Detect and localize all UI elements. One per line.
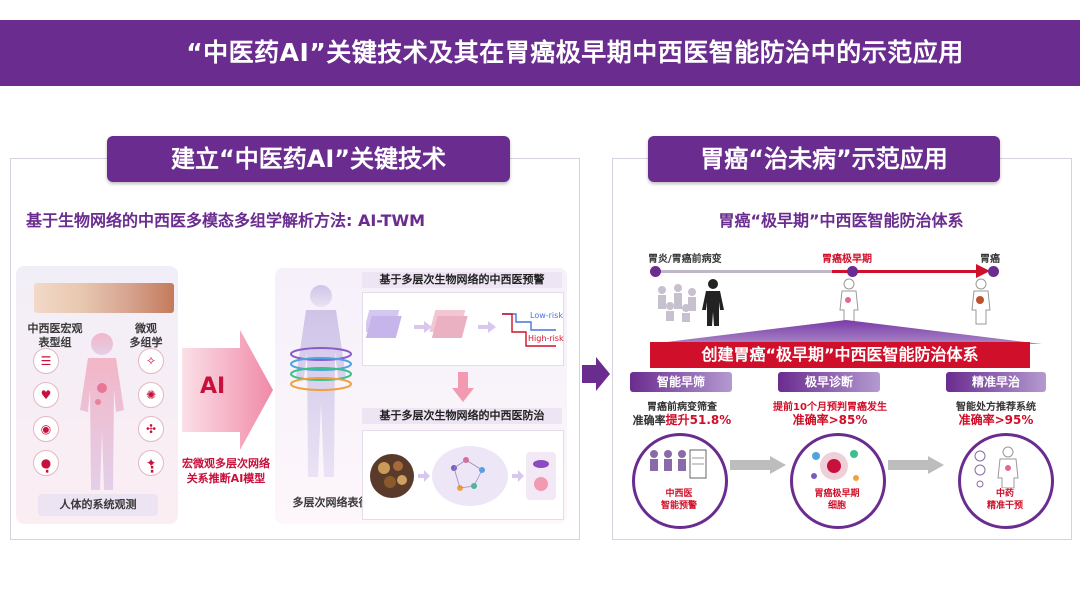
- layered-body-illustration: [290, 285, 352, 477]
- stage1-circle-label: 中西医 智能预警: [660, 489, 697, 511]
- down-arrow: [452, 372, 474, 402]
- right-section-pill: 胃癌“治未病”示范应用: [648, 136, 1000, 182]
- micro-icon-column: ✧ ✺ ✣ ✦: [138, 348, 164, 476]
- banner-triangle: [650, 320, 1042, 344]
- stage2-line2: 准确率>85%: [792, 413, 868, 427]
- heart-icon: ♥: [33, 382, 59, 408]
- prevent-network: [370, 446, 556, 506]
- stage1-line1: 胃癌前病变筛查: [647, 402, 717, 413]
- observe-label: 人体的系统观测: [38, 494, 158, 516]
- tissue-image: [34, 283, 174, 313]
- transition-arrow: [582, 357, 610, 391]
- system-banner: 创建胃癌“极早期”中西医智能防治体系: [650, 342, 1030, 368]
- left-section-pill: 建立“中医药AI”关键技术: [107, 136, 510, 182]
- stage1-line2-value: 提升51.8%: [665, 413, 732, 427]
- warning-chart: [366, 310, 556, 347]
- cell-illustration: [811, 450, 859, 481]
- protein-icon: ✦: [138, 450, 164, 476]
- prevent-title: 基于多层次生物网络的中西医防治: [362, 408, 562, 424]
- human-body-illustration: [80, 333, 124, 490]
- stage1-line2-prefix: 准确率: [632, 414, 666, 427]
- stage-tag-screening: 智能早筛: [630, 372, 732, 392]
- model-label: 宏微观多层次网络 关系推断AI模型: [182, 457, 270, 485]
- macro-label: 中西医宏观 表型组: [27, 322, 83, 349]
- stage3-circle-label: 中药 精准干预: [986, 489, 1023, 511]
- molecule-icon: ✣: [138, 416, 164, 442]
- screening-illustration: [650, 449, 707, 479]
- timeline-segment-2: [832, 270, 982, 273]
- early-stage-body: [839, 278, 859, 325]
- more-micro-dots: ⋮: [145, 460, 159, 476]
- patient-silhouette: [702, 279, 724, 326]
- stage1-circle: [632, 433, 728, 529]
- stomach-icon: ●: [33, 450, 59, 476]
- dna-icon: ✧: [138, 348, 164, 374]
- timeline-label-2: 胃癌极早期: [822, 254, 872, 265]
- crowd-illustration: [658, 284, 696, 322]
- net-label: 多层次网络表征: [292, 496, 370, 509]
- stage3-line1: 智能处方推荐系统: [956, 402, 1036, 413]
- stage2-circle-label: 胃癌极早期 细胞: [814, 489, 860, 511]
- high-risk-label: High-risk: [528, 334, 564, 343]
- stage2-line1: 提前10个月预判胃癌发生: [773, 402, 887, 413]
- timeline-segment-1: [654, 270, 832, 273]
- cell-icon: ✺: [138, 382, 164, 408]
- micro-label: 微观 多组学: [129, 322, 163, 349]
- pill-icon: ◉: [33, 416, 59, 442]
- timeline-dot-1: [650, 266, 661, 277]
- more-macro-dots: ⋮: [40, 460, 54, 476]
- page-title: “中医药AI”关键技术及其在胃癌极早期中西医智能防治中的示范应用: [186, 38, 964, 67]
- cancer-stage-body: [971, 278, 991, 325]
- timeline-dot-2: [847, 266, 858, 277]
- timeline-label-1: 胃炎/胃癌前病变: [648, 254, 722, 265]
- stage1-line2: 准确率提升51.8%: [624, 411, 740, 428]
- right-subtitle: 胃癌“极早期”中西医智能防治体系: [718, 211, 964, 230]
- tongue-icon: ☰: [33, 348, 59, 374]
- stage-arrow-1: [730, 456, 786, 474]
- stage3-line2: 准确率>95%: [958, 413, 1034, 427]
- ai-label: AI: [200, 374, 226, 399]
- stage-arrow-2: [888, 456, 944, 474]
- stage-tag-diagnosis: 极早诊断: [778, 372, 880, 392]
- stage3-circle: [958, 433, 1054, 529]
- treatment-illustration: [974, 446, 1019, 488]
- timeline-label-3: 胃癌: [980, 254, 1000, 265]
- timeline-dot-3: [988, 266, 999, 277]
- stage-tag-treatment: 精准早治: [946, 372, 1046, 392]
- low-risk-label: Low-risk: [530, 311, 563, 320]
- header-bar: [0, 20, 1080, 86]
- warning-title: 基于多层次生物网络的中西医预警: [362, 272, 562, 288]
- macro-icon-column: ☰ ♥ ◉ ●: [33, 348, 59, 476]
- left-subtitle: 基于生物网络的中西医多模态多组学解析方法: AI-TWM: [26, 211, 426, 230]
- timeline-arrowhead: [976, 264, 990, 278]
- ai-arrow: [182, 330, 273, 450]
- stage2-circle: [790, 433, 886, 529]
